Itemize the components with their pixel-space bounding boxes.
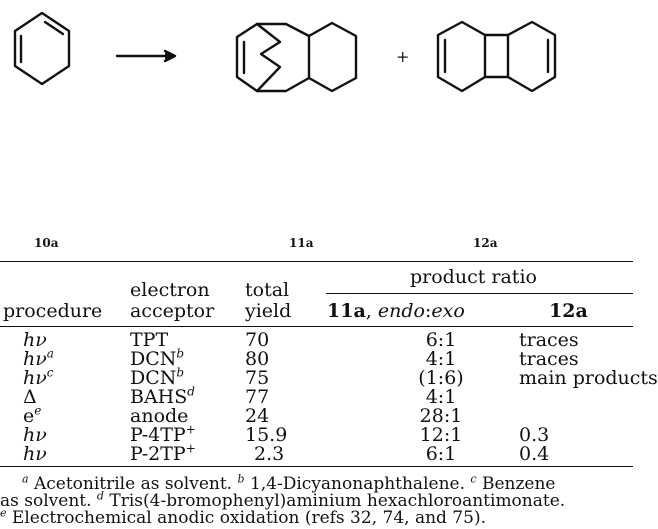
acceptor-cell: BAHS	[130, 386, 188, 408]
procedure-cell: Δ	[23, 386, 37, 408]
ratio-11a-cell: 4:1	[425, 348, 457, 370]
yield-cell: 80	[245, 348, 270, 370]
compound-label-12a: 12a	[473, 236, 498, 250]
yield-cell: 77	[245, 386, 270, 408]
header-yield: yield	[245, 300, 292, 322]
reaction-arrow	[115, 49, 177, 63]
table-top-rule	[0, 261, 633, 262]
acceptor-cell: DCN	[130, 348, 177, 370]
diels-alder-adduct-structure	[235, 21, 358, 93]
compound-label-10a: 10a	[34, 236, 59, 250]
ratio-12a-cell: main products	[519, 367, 658, 389]
ratio-11a-cell: 4:1	[425, 386, 457, 408]
compound-label-11a: 11a	[289, 236, 314, 250]
acceptor-cell: P-2TP	[130, 443, 186, 465]
product-ratio-underline	[326, 293, 633, 294]
reaction-scheme: +	[13, 11, 557, 93]
ratio-11a-cell: (1:6)	[418, 367, 464, 389]
yield-cell: 2.3	[254, 443, 285, 465]
header-electron: electron	[130, 279, 210, 301]
ratio-11a-cell: 6:1	[425, 443, 457, 465]
procedure-cell: hν	[23, 424, 47, 446]
acceptor-cell: TPT	[130, 329, 169, 351]
yield-cell: 24	[245, 405, 270, 427]
ratio-12a-cell: traces	[519, 348, 579, 370]
ratio-12a-cell: traces	[519, 329, 579, 351]
table-bottom-rule	[0, 466, 633, 467]
acceptor-cell: anode	[130, 405, 189, 427]
table-header-rule	[0, 326, 633, 327]
acceptor-cell: P-4TP	[130, 424, 186, 446]
header-total: total	[245, 279, 290, 301]
ratio-11a-cell: 28:1	[419, 405, 463, 427]
header-12a: 12a	[549, 300, 588, 322]
plus-sign: +	[396, 47, 409, 66]
ratio-11a-cell: 6:1	[425, 329, 457, 351]
footnote-line-1: a Acetonitrile as solvent. b 1,4-Dicyano…	[22, 472, 556, 494]
yield-cell: 75	[245, 367, 270, 389]
header-11a-ratio: 11a, endo:exo	[327, 300, 465, 322]
ratio-12a-cell: 0.3	[519, 424, 550, 446]
ratio-11a-cell: 12:1	[419, 424, 463, 446]
header-acceptor: acceptor	[130, 300, 215, 322]
procedure-cell: hν	[23, 367, 47, 389]
procedure-cell: e	[23, 405, 35, 427]
page: { "scheme": { "compounds": ["10a", "11a"…	[0, 11, 658, 528]
procedure-cell: hν	[23, 443, 47, 465]
header-product-ratio: product ratio	[410, 266, 537, 288]
footnote-line-3: e Electrochemical anodic oxidation (refs…	[0, 506, 486, 528]
cyclohexadiene-structure	[13, 11, 71, 86]
procedure-cell: hν	[23, 329, 47, 351]
yield-cell: 70	[245, 329, 270, 351]
cyclobutane-dimer-structure	[436, 20, 557, 93]
header-procedure: procedure	[3, 300, 103, 322]
procedure-cell: hν	[23, 348, 47, 370]
footnote-line-2: as solvent. d Tris(4-bromophenyl)aminium…	[0, 489, 566, 511]
ratio-12a-cell: 0.4	[519, 443, 550, 465]
acceptor-cell: DCN	[130, 367, 177, 389]
yield-cell: 15.9	[245, 424, 288, 446]
